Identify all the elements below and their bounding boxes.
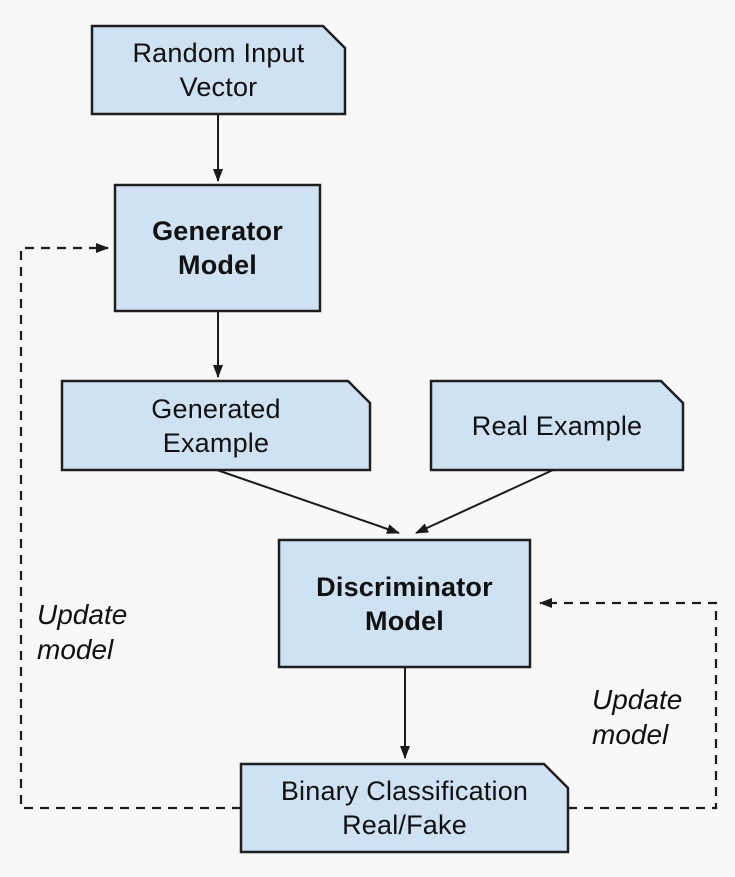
- node-shape-generated-example: [60, 379, 372, 472]
- node-shape-binary-classification: [239, 762, 570, 854]
- node-shape-real-example: [429, 379, 685, 472]
- node-shape-generator-model: [113, 183, 322, 313]
- node-shape-random-input-vector: [90, 24, 347, 116]
- dashed-arrow-update-discriminator: [539, 598, 718, 810]
- arrow-real-example-to-discriminator: [415, 469, 554, 534]
- dashed-arrow-update-generator: [19, 243, 241, 810]
- node-shape-discriminator-model: [277, 538, 532, 669]
- arrow-generated-example-to-discriminator: [216, 469, 400, 534]
